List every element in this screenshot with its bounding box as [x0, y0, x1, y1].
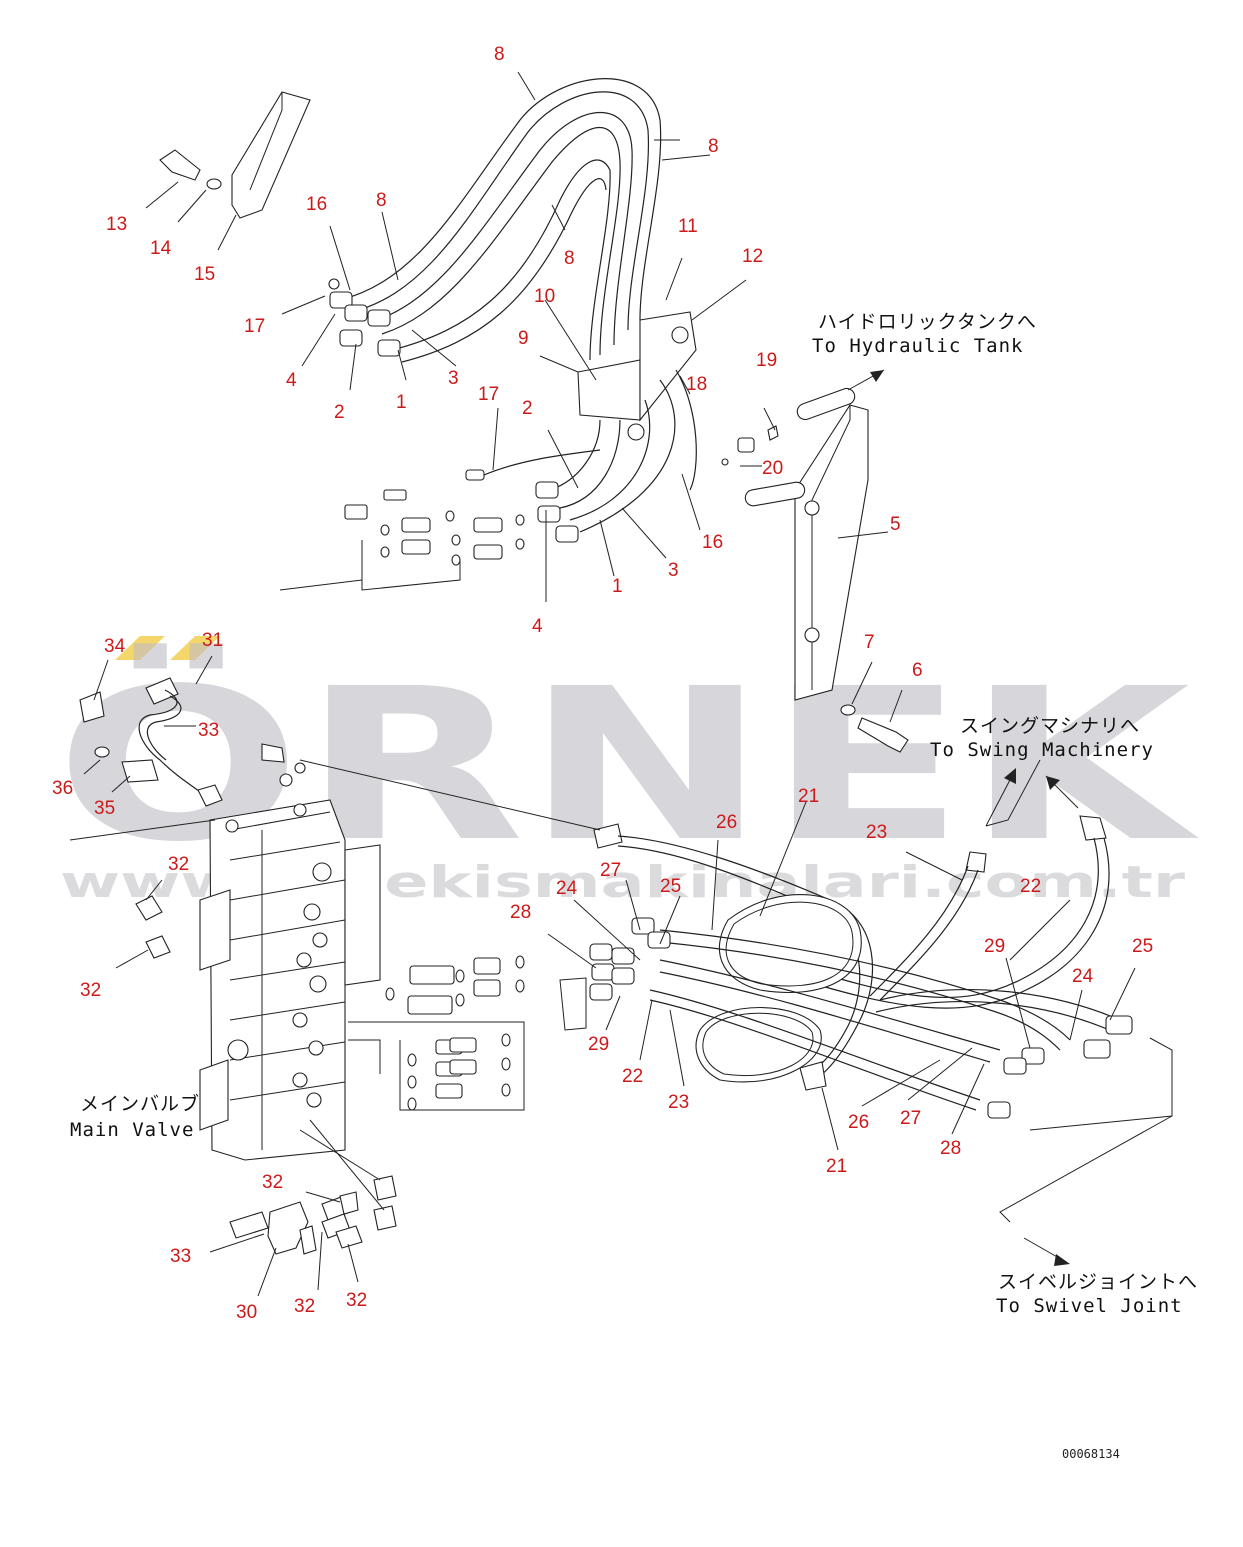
washer-14	[206, 178, 222, 190]
callout-19: 19	[756, 350, 777, 371]
callout-20: 20	[762, 458, 783, 479]
dest-hydraulic-tank-jp: ハイドロリックタンクへ	[818, 311, 1037, 333]
callout-34: 34	[104, 636, 126, 657]
hose-fittings-upper-left	[328, 278, 401, 357]
callouts: 8 8 8 8 13 14 15 16 16 17 17 4 4 2 2 1 1…	[52, 44, 1153, 1323]
callout-27: 27	[900, 1108, 921, 1129]
callout-2: 2	[522, 398, 533, 419]
callout-29: 29	[588, 1034, 609, 1055]
callout-3: 3	[448, 368, 459, 389]
callout-6: 6	[912, 660, 923, 681]
document-code: 00068134	[1062, 1447, 1120, 1461]
callout-2: 2	[334, 402, 345, 423]
callout-5: 5	[890, 514, 901, 535]
dest-swivel-joint-jp: スイベルジョイントへ	[998, 1271, 1198, 1293]
watermark-accent-right	[170, 636, 220, 660]
leader-lines	[83, 71, 1136, 1297]
callout-21: 21	[798, 786, 819, 807]
callout-1: 1	[396, 392, 407, 413]
callout-11: 11	[678, 216, 698, 237]
callout-21: 21	[826, 1156, 847, 1177]
callout-16: 16	[306, 194, 327, 215]
washer-7	[840, 704, 856, 716]
callout-28: 28	[940, 1138, 961, 1159]
flange-block-9	[577, 359, 641, 421]
callout-3: 3	[668, 560, 679, 581]
callout-26: 26	[716, 812, 737, 833]
fitting-32b	[145, 935, 171, 959]
callout-25: 25	[1132, 936, 1153, 957]
callout-17: 17	[478, 384, 499, 405]
callout-8: 8	[708, 136, 719, 157]
washer-36	[94, 746, 110, 758]
callout-27: 27	[600, 860, 621, 881]
callout-23: 23	[866, 822, 887, 843]
callout-14: 14	[150, 238, 172, 259]
callout-24: 24	[1072, 966, 1094, 987]
callout-35: 35	[94, 798, 115, 819]
callout-8: 8	[494, 44, 505, 65]
callout-16: 16	[702, 532, 723, 553]
callout-30: 30	[236, 1302, 257, 1323]
bolt-13	[159, 149, 201, 181]
pressure-switch-group	[229, 1119, 397, 1255]
callout-24: 24	[556, 878, 578, 899]
upper-hose-assembly	[159, 78, 909, 753]
bolt-6	[857, 717, 909, 753]
main-valve-body	[135, 799, 381, 1161]
callout-23: 23	[668, 1092, 689, 1113]
callout-18: 18	[686, 374, 707, 395]
callout-8: 8	[564, 248, 575, 269]
dest-swing-machinery-jp: スイングマシナリへ	[960, 715, 1140, 737]
callout-8: 8	[376, 190, 387, 211]
callout-29: 29	[984, 936, 1005, 957]
callout-22: 22	[1020, 876, 1041, 897]
callout-33: 33	[170, 1246, 191, 1267]
callout-25: 25	[660, 876, 681, 897]
dest-hydraulic-tank-en: To Hydraulic Tank	[812, 335, 1023, 357]
plate-12	[639, 311, 697, 422]
hose-fittings-lower	[589, 917, 1133, 1119]
main-valve-jp: メインバルブ	[80, 1092, 200, 1115]
dest-swivel-joint-en: To Swivel Joint	[996, 1295, 1183, 1317]
watermark-accent-left	[115, 636, 165, 660]
callout-17: 17	[244, 316, 265, 337]
callout-4: 4	[286, 370, 297, 391]
callout-15: 15	[194, 264, 215, 285]
callout-4: 4	[532, 616, 543, 637]
dest-swing-machinery-en: To Swing Machinery	[930, 739, 1154, 761]
callout-32: 32	[346, 1290, 367, 1311]
bolt-35	[121, 759, 159, 783]
adapter-row-lower	[348, 955, 525, 1111]
sensor-harness-group	[79, 677, 306, 807]
callout-12: 12	[742, 246, 763, 267]
hose-fittings-upper-right	[465, 425, 779, 543]
callout-13: 13	[106, 214, 127, 235]
callout-36: 36	[52, 778, 73, 799]
callout-32: 32	[168, 854, 189, 875]
main-valve-en: Main Valve	[70, 1119, 194, 1141]
adapter-row-upper	[279, 489, 525, 591]
callout-10: 10	[534, 286, 555, 307]
bracket-15	[231, 91, 311, 219]
lower-hose-assembly	[69, 759, 1173, 1223]
destination-arrows	[847, 369, 1079, 1266]
callout-22: 22	[622, 1066, 643, 1087]
callout-32: 32	[262, 1172, 283, 1193]
callout-31: 31	[202, 630, 223, 651]
callout-1: 1	[612, 576, 623, 597]
callout-32: 32	[80, 980, 101, 1001]
callout-9: 9	[518, 328, 529, 349]
callout-7: 7	[864, 632, 875, 653]
callout-32: 32	[294, 1296, 315, 1317]
callout-33: 33	[198, 720, 219, 741]
callout-28: 28	[510, 902, 531, 923]
callout-26: 26	[848, 1112, 869, 1133]
